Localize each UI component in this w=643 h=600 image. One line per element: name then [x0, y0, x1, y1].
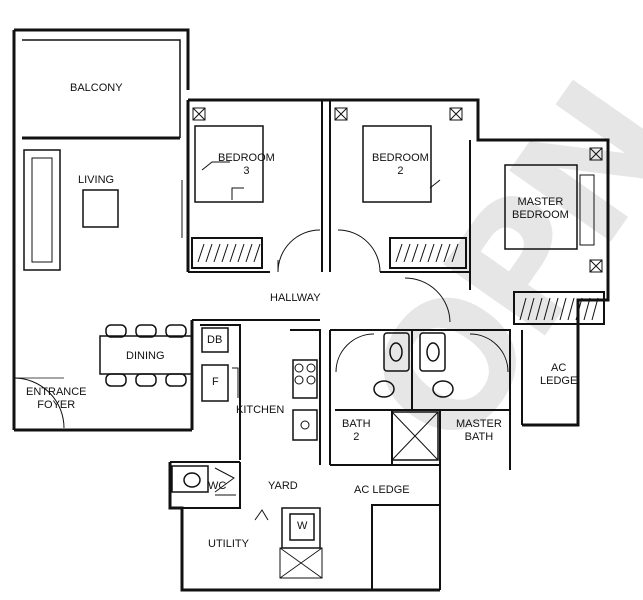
- bedroom-3-number: 3: [243, 165, 250, 177]
- bath-fixtures: [171, 332, 454, 496]
- washer: [289, 513, 315, 541]
- bed-2: [362, 125, 432, 203]
- room-label-utility: UTILITY: [208, 538, 249, 550]
- bed-master: [504, 164, 578, 250]
- bedroom-3-name: BEDROOM: [218, 152, 275, 164]
- master-bath-line1: MASTER: [456, 418, 502, 430]
- master-bedroom-line1: MASTER: [517, 196, 564, 208]
- coffee-table: [82, 189, 119, 228]
- room-label-dining: DINING: [126, 350, 165, 362]
- interior-walls: [22, 100, 511, 509]
- room-label-bedroom-2: BEDROOM 2: [372, 152, 429, 178]
- bedroom-2-name: BEDROOM: [372, 152, 429, 164]
- wardrobe-bedroom-3: [191, 237, 263, 269]
- bedroom-2-number: 2: [397, 165, 404, 177]
- room-label-ac-ledge-right: AC LEDGE: [540, 362, 577, 388]
- entrance-line2: FOYER: [37, 399, 76, 411]
- room-label-ac-ledge-bottom: AC LEDGE: [354, 484, 410, 496]
- wardrobe-master: [513, 291, 605, 325]
- label-washer: W: [297, 520, 308, 532]
- wardrobe-bedroom-2: [389, 237, 467, 269]
- room-label-entrance-foyer: ENTRANCE FOYER: [26, 386, 87, 412]
- room-label-wc: WC: [208, 480, 227, 492]
- room-label-kitchen: KITCHEN: [236, 404, 285, 416]
- room-label-yard: YARD: [268, 480, 298, 492]
- label-fridge: F: [212, 376, 219, 388]
- bed-3: [194, 125, 264, 203]
- room-label-bedroom-3: BEDROOM 3: [218, 152, 275, 178]
- room-label-balcony: BALCONY: [70, 82, 123, 94]
- entrance-line1: ENTRANCE: [26, 386, 87, 398]
- master-bath-line2: BATH: [464, 431, 494, 443]
- room-label-master-bath: MASTER BATH: [456, 418, 502, 444]
- ac-ledge-right-line1: AC: [551, 362, 567, 374]
- room-label-bath-2: BATH 2: [342, 418, 371, 444]
- sofa: [23, 149, 61, 271]
- bath-2-line1: BATH: [342, 418, 371, 430]
- doors: [13, 229, 509, 521]
- label-db: DB: [207, 334, 223, 346]
- room-label-hallway: HALLWAY: [270, 292, 321, 304]
- room-label-master-bedroom: MASTER BEDROOM: [512, 196, 569, 222]
- stove: [292, 359, 318, 399]
- exterior-walls: [12, 28, 610, 592]
- room-label-living: LIVING: [78, 174, 115, 186]
- master-bedroom-line2: BEDROOM: [512, 209, 569, 221]
- bath-2-line2: 2: [353, 431, 360, 443]
- ac-ledge-right-line2: LEDGE: [540, 375, 578, 387]
- kitchen-sink: [292, 409, 318, 441]
